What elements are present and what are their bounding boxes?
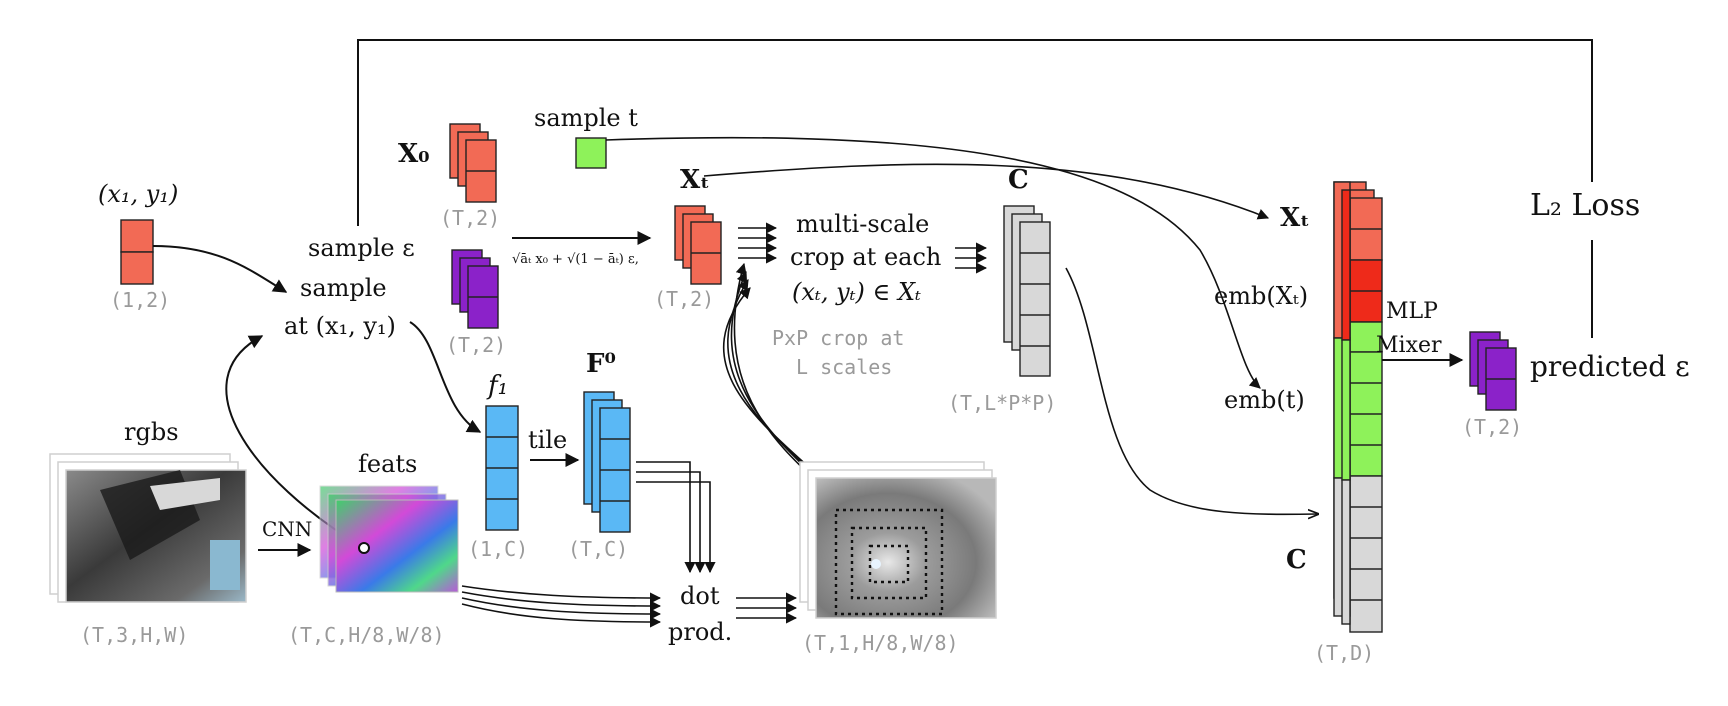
- crop-line2: crop at each: [790, 243, 941, 271]
- cnn-label: CNN: [262, 517, 312, 541]
- shape-pred: (T,2): [1462, 415, 1522, 439]
- prod-label: prod.: [668, 618, 732, 646]
- xt-label: Xₜ: [680, 165, 710, 195]
- rgbs-label: rgbs: [124, 418, 179, 446]
- shape-f0: (T,C): [568, 537, 628, 561]
- pred-stack: [1469, 331, 1517, 411]
- shape-d: (T,D): [1314, 641, 1374, 665]
- at-xy1-label: at (x₁, y₁): [284, 312, 396, 340]
- c-to-right-curve: [1065, 267, 1318, 514]
- f1-label: f₁: [486, 371, 508, 401]
- sample-label: sample: [300, 274, 387, 302]
- crop-to-c-arrows: [955, 242, 988, 274]
- feats-to-dot-arrows: [461, 585, 662, 628]
- eps-stack: [451, 249, 499, 329]
- dot-to-heat-arrows: [736, 592, 798, 624]
- shape-c: (T,L*P*P): [948, 391, 1056, 415]
- shape-1-2: (1,2): [110, 288, 170, 312]
- xt-to-right-curve: [703, 163, 1270, 220]
- f0-to-dot-arrows: [636, 461, 716, 574]
- c-top-label: C: [1008, 165, 1029, 195]
- c-top-stack: [1003, 205, 1051, 377]
- f1-stack: [485, 405, 519, 531]
- mlp-label: MLP: [1386, 299, 1438, 324]
- xy1-to-sample-arrow: [152, 245, 288, 293]
- f0-stack: [583, 391, 631, 533]
- formula-label: √āₜ x₀ + √(1 − āₜ) ε,: [512, 252, 639, 267]
- shape-f1: (1,C): [468, 537, 528, 561]
- emb-xt-label: emb(Xₜ): [1214, 282, 1308, 310]
- heatmap-map: [815, 477, 997, 619]
- f0-label: F⁰: [586, 349, 616, 379]
- rgbs-stack: [49, 453, 247, 603]
- crop-scale-medium: [850, 526, 928, 600]
- crop-scale-small: [868, 544, 910, 584]
- pxp-line2: L scales: [796, 355, 892, 379]
- feats-map: [335, 499, 459, 593]
- token-stack: [1333, 181, 1383, 633]
- xt-stack: [674, 205, 722, 285]
- mixer-label: Mixer: [1376, 333, 1442, 358]
- loss-loop-line: [357, 39, 1593, 226]
- x0-stack: [449, 123, 497, 203]
- sample-t-box: [575, 137, 607, 169]
- crop-line3: (xₜ, yₜ) ∈ Xₜ: [792, 278, 921, 306]
- sample-t-label: sample t: [534, 104, 638, 132]
- predicted-eps-label: predicted ε: [1530, 350, 1690, 383]
- feats-query-point: [358, 542, 370, 554]
- shape-rgbs: (T,3,H,W): [80, 623, 188, 647]
- sample-eps-label: sample ε: [308, 234, 415, 262]
- shape-heat: (T,1,H/8,W/8): [802, 631, 959, 655]
- xy1-cell-top: [120, 219, 154, 253]
- heatmap-peak: [871, 559, 881, 569]
- feats-label: feats: [358, 450, 417, 478]
- xy1-cell-bottom: [120, 251, 154, 285]
- heatmap-stack: [799, 461, 997, 619]
- dot-label: dot: [680, 582, 720, 610]
- feats-stack: [319, 485, 459, 593]
- c-right-label: C: [1286, 545, 1307, 575]
- l2-loss-label: L₂ Loss: [1530, 188, 1640, 223]
- pxp-line1: PxP crop at: [772, 326, 904, 350]
- emb-t-label: emb(t): [1224, 386, 1305, 414]
- t-to-emb-t-curve: [605, 136, 1261, 389]
- shape-x0: (T,2): [440, 206, 500, 230]
- shape-feats: (T,C,H/8,W/8): [288, 623, 445, 647]
- xt-to-crop-arrows: [738, 222, 778, 264]
- shape-eps: (T,2): [446, 333, 506, 357]
- xy1-box: [120, 219, 154, 285]
- xy1-label: (x₁, y₁): [98, 180, 178, 208]
- tile-label: tile: [528, 426, 567, 454]
- x0-label: X₀: [398, 139, 430, 169]
- crop-line1: multi-scale: [796, 210, 929, 238]
- sample-to-f1-arrow: [409, 321, 482, 433]
- xt-right-label: Xₜ: [1280, 203, 1310, 233]
- shape-xt: (T,2): [654, 287, 714, 311]
